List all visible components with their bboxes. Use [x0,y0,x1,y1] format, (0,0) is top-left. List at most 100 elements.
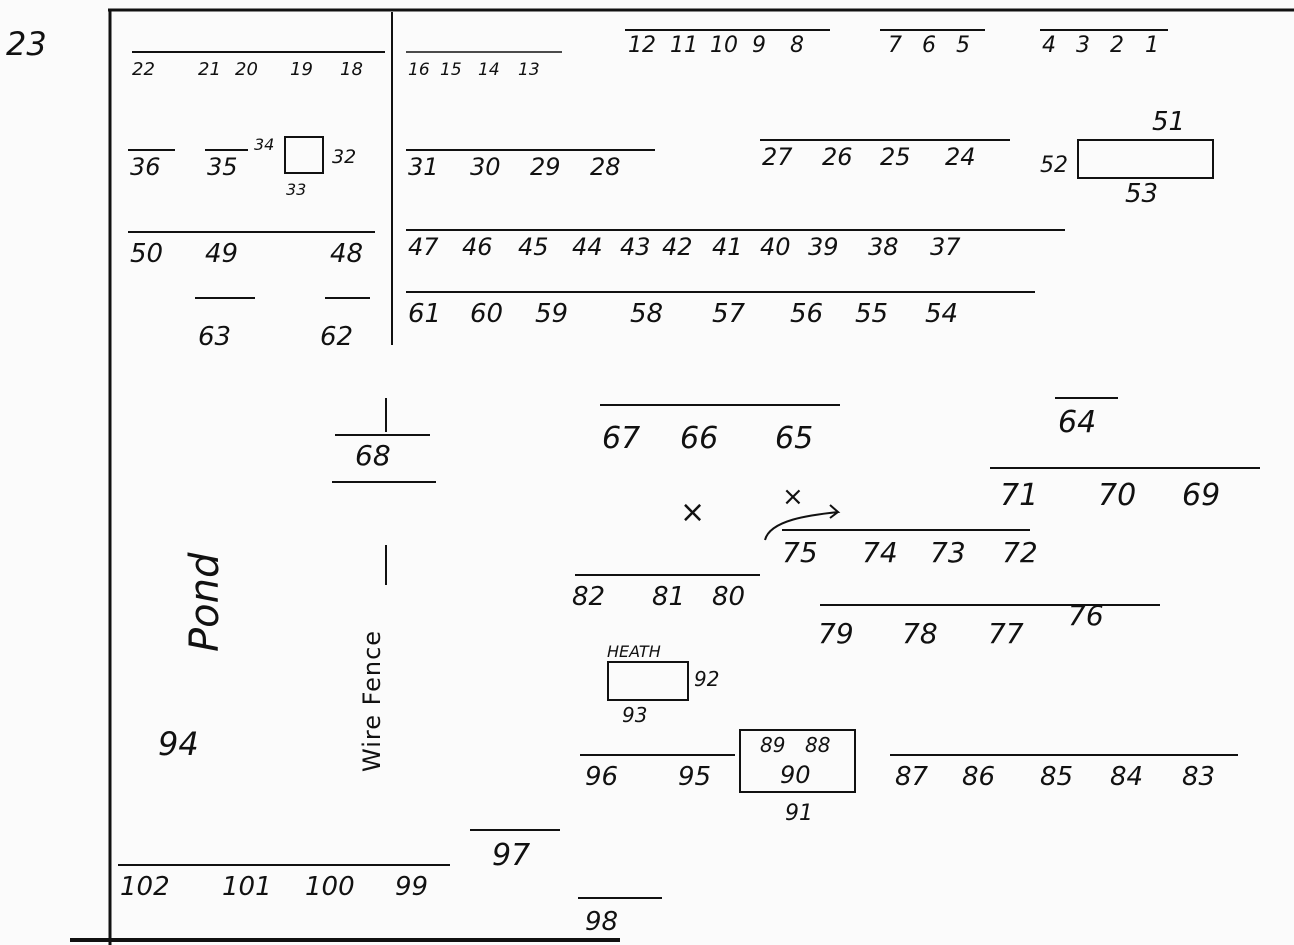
plot-81: 81 [652,582,685,612]
wire-fence-label: Wire Fence [358,630,386,772]
plot-25: 25 [880,143,911,171]
plot-12: 12 [628,33,656,58]
plot-100: 100 [305,872,355,902]
plot-78: 78 [902,617,938,650]
plot-11: 11 [670,33,698,58]
plot-85: 85 [1040,762,1073,792]
row-5: 68 67 66 65 64 71 70 69 × × 75 74 73 72 … [332,397,1260,650]
plot-59: 59 [535,299,568,329]
row-2: 36 35 34 33 32 31 30 29 28 27 26 25 24 5… [128,107,1214,209]
plot-64: 64 [1058,405,1096,440]
section-label: 23 [6,25,47,63]
plot-34: 34 [254,135,274,154]
plot-80: 80 [712,582,745,612]
plot-26: 26 [822,143,853,171]
heath-label: HEATH [607,642,661,661]
plot-31: 31 [408,153,439,181]
plot-92: 92 [694,667,719,691]
pond-label: Pond [182,552,228,652]
plot-53: 53 [1125,179,1158,209]
plot-24: 24 [945,143,976,171]
plot-58: 58 [630,299,663,329]
x-mark: × [782,482,804,512]
plot-33-box [284,136,324,174]
row-7: 97 102 101 100 99 98 [118,829,662,937]
plot-60: 60 [470,299,503,329]
plot-16: 16 [408,60,430,80]
plot-6: 6 [922,33,936,58]
plot-63: 63 [198,322,231,352]
plot-52: 52 [1040,153,1068,178]
plot-69: 69 [1182,478,1220,513]
plot-99: 99 [395,872,428,902]
plot-55: 55 [855,299,888,329]
plot-14: 14 [478,60,500,80]
plot-62: 62 [320,322,353,352]
plot-27: 27 [762,143,793,171]
plot-83: 83 [1182,762,1215,792]
plot-29: 29 [530,153,561,181]
plot-76: 76 [1068,599,1104,632]
plot-74: 74 [862,536,898,569]
plot-30: 30 [470,153,501,181]
plot-77: 77 [988,617,1024,650]
plot-3: 3 [1076,33,1090,58]
plot-37: 37 [930,233,961,261]
plot-72: 72 [1002,536,1038,569]
plot-89: 89 [760,733,785,757]
plot-86: 86 [962,762,995,792]
plot-90: 90 [780,761,811,789]
plot-79: 79 [818,617,854,650]
plot-87: 87 [895,762,929,792]
plot-93: 93 [622,703,647,727]
heath-box-group: HEATH 92 93 [607,642,719,727]
plot-84: 84 [1110,762,1143,792]
plot-44: 44 [572,233,603,261]
plot-67: 67 [602,421,640,456]
heath-box [607,661,689,701]
row-3: 50 49 48 47 46 45 44 43 42 41 40 39 38 3… [128,229,1065,269]
plot-57: 57 [712,299,746,329]
row-1: 22 21 20 19 18 16 15 14 13 12 11 10 9 8 … [132,29,1168,80]
plot-15: 15 [440,60,462,80]
plot-61: 61 [408,299,441,329]
plot-75: 75 [782,536,818,569]
x-mark: × [680,495,705,530]
plot-50: 50 [130,239,163,269]
plot-96: 96 [585,762,618,792]
plot-41: 41 [712,233,743,261]
plot-19: 19 [290,59,313,80]
plot-22: 22 [132,59,155,80]
plot-95: 95 [678,762,711,792]
plot-88: 88 [805,733,830,757]
plot-49: 49 [205,239,238,269]
plot-28: 28 [590,153,621,181]
plot-90-box [739,729,856,793]
plot-39: 39 [808,233,839,261]
plot-73: 73 [930,536,966,569]
plot-56: 56 [790,299,823,329]
plot-1: 1 [1145,33,1159,58]
plot-20: 20 [235,59,258,80]
arrow-curve [764,504,841,541]
plot-45: 45 [518,233,549,261]
plot-13: 13 [518,60,540,80]
plot-38: 38 [868,233,899,261]
plot-48: 48 [330,239,363,269]
plot-51-box [1077,139,1214,179]
plot-43: 43 [620,233,651,261]
plot-71: 71 [1000,478,1038,513]
plot-2: 2 [1110,33,1124,58]
plot-47: 47 [408,233,439,261]
plot-54: 54 [925,299,958,329]
plot-98: 98 [585,907,618,937]
plot-91: 91 [785,801,813,826]
plot-46: 46 [462,233,493,261]
plot-101: 101 [222,872,272,902]
plot-10: 10 [710,33,738,58]
row-6: 96 95 89 88 90 91 87 86 85 84 83 [580,729,1238,826]
plot-51: 51 [1152,107,1185,137]
plot-8: 8 [790,33,804,58]
plot-40: 40 [760,233,791,261]
